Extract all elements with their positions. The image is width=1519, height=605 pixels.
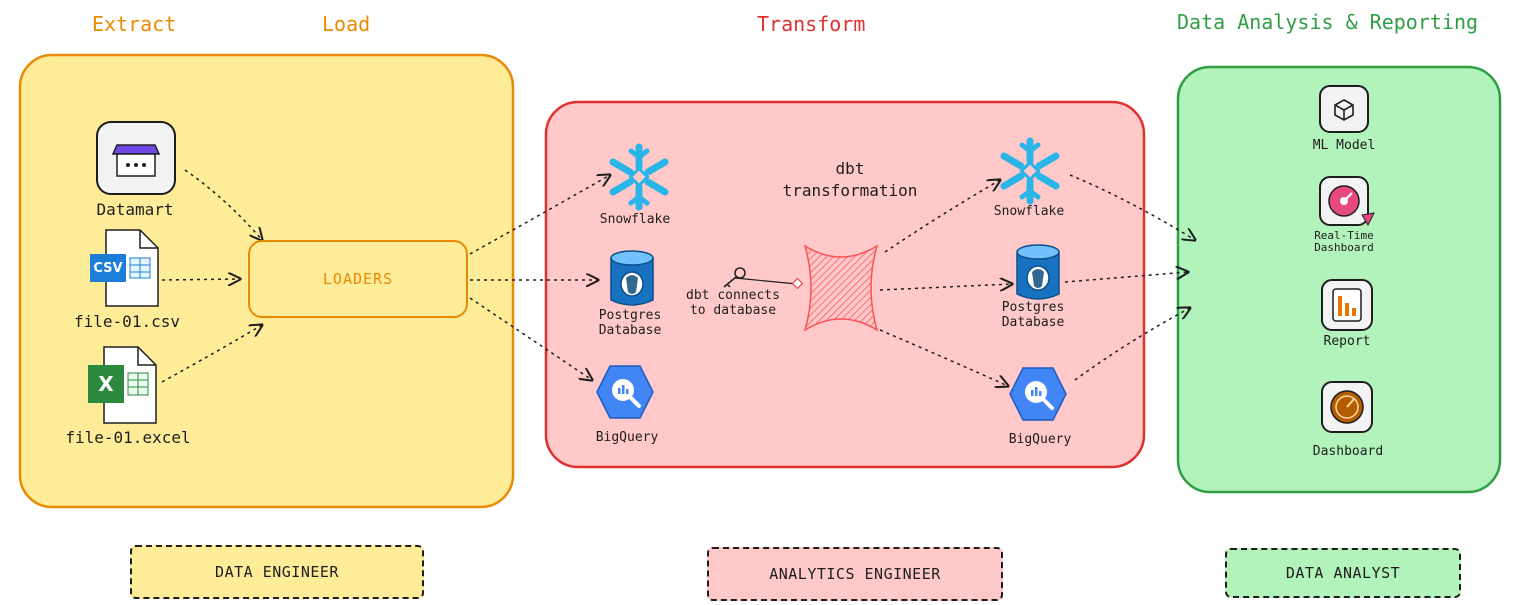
heading-load: Load xyxy=(322,12,371,36)
dashboard-icon xyxy=(1320,380,1374,434)
csv-badge-text: CSV xyxy=(93,261,123,276)
role-analytics-engineer: ANALYTICS ENGINEER xyxy=(707,547,1003,601)
realtime-dashboard-label: Real-Time Dashboard xyxy=(1314,229,1374,254)
role-data-analyst: DATA ANALYST xyxy=(1225,548,1461,598)
loaders-box: LOADERS xyxy=(248,240,468,318)
bigquery-icon-left xyxy=(595,362,655,422)
datamart-label: Datamart xyxy=(96,200,174,219)
dbt-transformation-title: dbt transformation xyxy=(782,159,918,200)
snowflake-label-right: Snowflake xyxy=(993,204,1065,219)
role-data-engineer: DATA ENGINEER xyxy=(130,545,424,599)
key-icon xyxy=(718,265,748,289)
excel-label: file-01.excel xyxy=(65,428,191,447)
loaders-label: LOADERS xyxy=(322,270,394,288)
bigquery-icon-right xyxy=(1008,364,1068,424)
datamart-icon xyxy=(95,120,177,196)
role-data-engineer-label: DATA ENGINEER xyxy=(215,563,339,581)
dbt-connect-line xyxy=(734,277,798,285)
arrow-snowflake-to-outputs xyxy=(1069,174,1195,240)
postgres-icon-left xyxy=(607,248,657,310)
postgres-label-left: Postgres Database xyxy=(598,308,662,338)
postgres-label-right: Postgres Database xyxy=(1001,300,1065,330)
report-icon xyxy=(1320,278,1374,332)
arrow-datamart-to-loaders xyxy=(184,169,262,240)
postgres-icon-right xyxy=(1013,242,1063,304)
csv-file-icon: CSV xyxy=(88,228,166,308)
heading-transform: Transform xyxy=(757,12,866,36)
realtime-dashboard-icon xyxy=(1318,175,1378,230)
excel-file-icon: X xyxy=(86,345,164,425)
bigquery-label-right: BigQuery xyxy=(1008,432,1072,447)
ml-model-label: ML Model xyxy=(1312,138,1376,153)
snowflake-icon-left xyxy=(604,142,674,212)
arrow-dbt-to-bigquery xyxy=(879,329,1008,386)
dashboard-label: Dashboard xyxy=(1312,444,1384,459)
csv-label: file-01.csv xyxy=(74,312,180,331)
dbt-connects-label: dbt connects to database xyxy=(686,288,780,318)
heading-analysis: Data Analysis & Reporting xyxy=(1177,10,1479,34)
arrow-bigquery-to-outputs xyxy=(1074,308,1190,381)
arrow-dbt-to-snowflake xyxy=(884,180,1000,253)
heading-extract: Extract xyxy=(92,12,177,36)
excel-badge-text: X xyxy=(98,372,114,396)
snowflake-label-left: Snowflake xyxy=(599,212,671,227)
snowflake-icon-right xyxy=(995,136,1065,206)
ml-model-icon xyxy=(1318,84,1370,134)
bigquery-label-left: BigQuery xyxy=(595,430,659,445)
arrow-csv-to-loaders xyxy=(161,279,240,280)
role-data-analyst-label: DATA ANALYST xyxy=(1285,564,1401,582)
role-analytics-engineer-label: ANALYTICS ENGINEER xyxy=(769,565,941,583)
arrow-loaders-to-bigquery xyxy=(469,297,592,380)
dbt-logo-icon xyxy=(795,238,887,338)
arrow-dbt-to-postgres xyxy=(879,284,1012,290)
report-label: Report xyxy=(1323,334,1371,349)
arrow-loaders-to-snowflake xyxy=(469,175,610,255)
